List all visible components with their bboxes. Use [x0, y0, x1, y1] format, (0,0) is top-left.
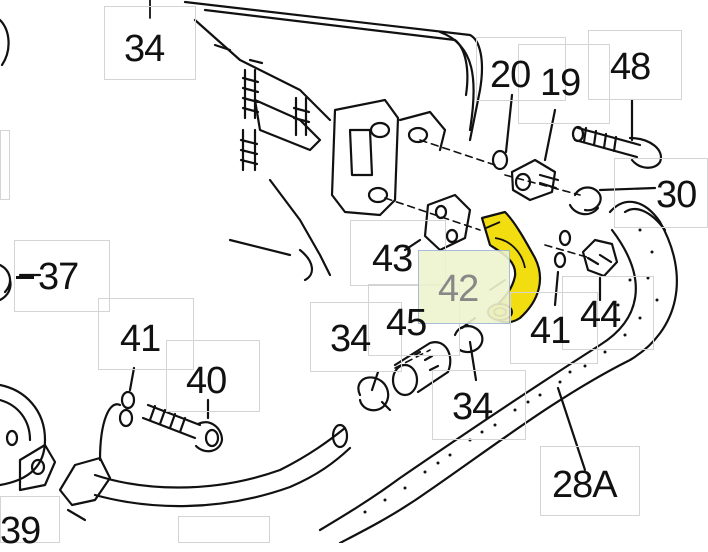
callout-box-41-left	[98, 298, 194, 370]
label-34-top: 34	[124, 28, 165, 70]
label-20: 20	[490, 54, 531, 96]
stud-bolts-drawing	[239, 68, 311, 172]
label-48: 48	[610, 46, 651, 88]
callout-box-44	[562, 276, 654, 350]
label-34-mid: 34	[330, 318, 371, 360]
callout-box-34-top	[104, 6, 196, 80]
left-edge-fragments	[0, 18, 57, 492]
callout-box-34-bottom	[432, 370, 526, 440]
hose-piece-part-45	[391, 341, 452, 397]
callout-box-40	[166, 340, 260, 412]
nut-part-44	[581, 238, 619, 302]
lower-pipe-drawing	[58, 403, 352, 522]
bolt-part-48	[571, 98, 663, 169]
label-40: 40	[186, 360, 227, 402]
label-44: 44	[580, 294, 621, 336]
label-30: 30	[656, 174, 697, 216]
clip-part-30	[568, 186, 657, 216]
highlight-box-42	[418, 250, 510, 324]
callout-box-34-mid	[310, 302, 402, 372]
callout-box-20	[476, 37, 566, 101]
callout-box-37	[14, 240, 110, 312]
callout-box-48	[588, 30, 682, 100]
label-41-right: 41	[530, 310, 571, 352]
sensor-part-19	[510, 108, 560, 202]
hose-texture-dots	[363, 228, 659, 514]
callout-box-edge-left	[0, 130, 10, 200]
hose-part-28a	[318, 200, 678, 543]
flange-plate-drawing	[330, 98, 447, 217]
label-39: 39	[0, 510, 41, 552]
callout-box-bottom-center	[178, 516, 270, 543]
label-19: 19	[540, 62, 581, 104]
engine-block-drawing	[183, 0, 484, 282]
callout-box-28a	[540, 446, 640, 516]
gasket-part-43	[403, 193, 472, 252]
label-42: 42	[438, 268, 479, 310]
label-45: 45	[386, 302, 427, 344]
washer-part-41-left	[118, 366, 136, 428]
label-43: 43	[372, 238, 413, 280]
o-ring-part-20	[491, 93, 514, 171]
callout-box-41-right	[510, 292, 598, 364]
leader-lines	[149, 0, 506, 291]
bolt-part-40	[141, 398, 224, 453]
leader-dash-37	[16, 276, 34, 279]
label-41-left: 41	[120, 318, 161, 360]
callout-box-19	[518, 44, 610, 124]
label-37: 37	[38, 256, 79, 298]
label-34-bottom: 34	[452, 386, 493, 428]
label-28a: 28A	[552, 464, 618, 506]
clamp-part-34-mid	[357, 370, 392, 412]
washer-part-41-right	[553, 229, 572, 307]
